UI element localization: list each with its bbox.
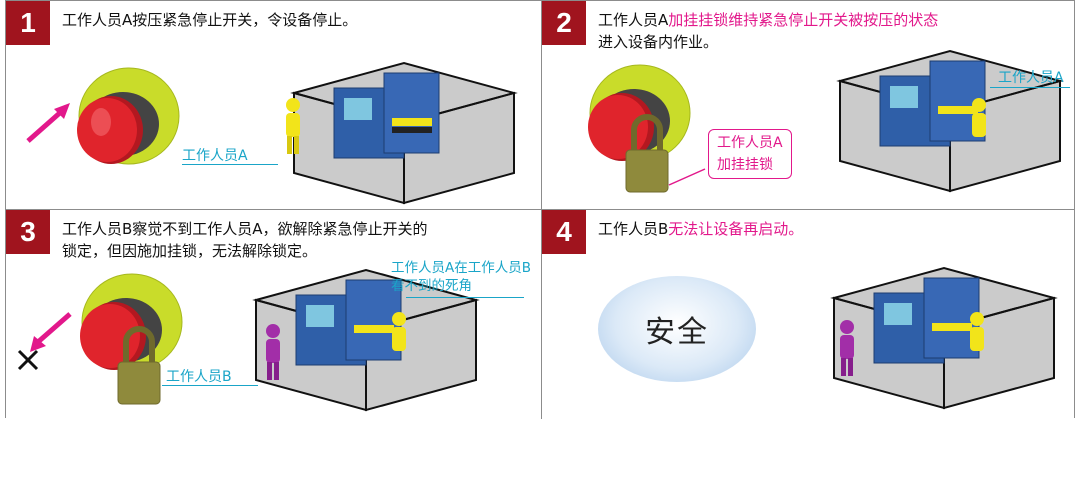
step-panel-2: 2 工作人员A加挂挂锁维持紧急停止开关被按压的状态 进入设备内作业。 工作人员A…: [542, 1, 1074, 210]
step-number: 4: [542, 210, 586, 254]
label-line: 工作人员A在工作人员B: [391, 260, 531, 276]
worker-icon: [286, 98, 300, 154]
label-underline: [406, 297, 524, 298]
caption-line: 工作人员A加挂挂锁维持紧急停止开关被按压的状态: [598, 9, 938, 31]
procedure-grid: 1 工作人员A按压紧急停止开关，令设备停止。: [5, 0, 1075, 419]
worker-label: 工作人员A: [998, 70, 1064, 86]
machine-enclosure-icon: [252, 268, 480, 412]
caption-text: 进入设备内作业。: [598, 33, 719, 51]
step-panel-1: 1 工作人员A按压紧急停止开关，令设备停止。: [6, 1, 542, 210]
machine-enclosure-icon: [290, 61, 518, 205]
step-number: 1: [6, 1, 50, 45]
caption-highlight: 加挂挂锁维持紧急停止开关被按压的状态: [668, 11, 939, 29]
worker-icon: [970, 312, 984, 351]
padlock-icon: [625, 114, 669, 193]
callout-line: 工作人员A: [717, 135, 783, 151]
caption-line: 锁定，但因施加挂锁，无法解除锁定。: [62, 242, 318, 260]
emergency-stop-button-icon: [77, 67, 180, 165]
callout-pointer: [668, 168, 706, 186]
step-caption: 工作人员B无法让设备再启动。: [598, 218, 803, 240]
emergency-stop-button-icon: [588, 64, 691, 162]
worker-label: 工作人员A: [182, 148, 248, 164]
step-number: 3: [6, 210, 50, 254]
worker-label: 工作人员B: [166, 369, 232, 385]
step-caption: 工作人员B察觉不到工作人员A，欲解除紧急停止开关的 锁定，但因施加挂锁，无法解除…: [62, 218, 428, 262]
arrow-icon: [30, 312, 72, 352]
step-panel-4: 4 工作人员B无法让设备再启动。 安全: [542, 210, 1074, 419]
caption-line: 进入设备内作业。: [598, 31, 938, 53]
label-line: 看不到的死角: [391, 278, 472, 294]
callout-line: 加挂挂锁: [717, 157, 773, 173]
caption-text: 工作人员B: [598, 220, 669, 238]
label-underline: [162, 385, 258, 386]
label-underline: [182, 164, 278, 165]
worker-icon: [266, 324, 280, 380]
cross-mark-icon: [17, 349, 39, 371]
caption-highlight: 无法让设备再启动。: [668, 220, 804, 238]
step-caption: 工作人员A加挂挂锁维持紧急停止开关被按压的状态 进入设备内作业。: [598, 9, 938, 53]
caption-text: 工作人员A按压紧急停止开关，令设备停止。: [62, 11, 358, 29]
padlock-icon: [117, 326, 161, 405]
caption-text: 工作人员A: [598, 11, 669, 29]
padlock-callout: 工作人员A 加挂挂锁: [708, 129, 792, 179]
safe-badge: 安全: [598, 276, 756, 382]
machine-enclosure-icon: [830, 266, 1058, 410]
worker-icon: [840, 320, 854, 376]
emergency-stop-button-icon: [80, 273, 183, 371]
worker-icon: [392, 312, 406, 351]
step-panel-3: 3 工作人员B察觉不到工作人员A，欲解除紧急停止开关的 锁定，但因施加挂锁，无法…: [6, 210, 542, 419]
step-number: 2: [542, 1, 586, 45]
blind-spot-label: 工作人员A在工作人员B 看不到的死角: [391, 259, 531, 295]
step-caption: 工作人员A按压紧急停止开关，令设备停止。: [62, 9, 357, 31]
arrow-icon: [26, 103, 70, 143]
caption-line: 工作人员B察觉不到工作人员A，欲解除紧急停止开关的: [62, 220, 428, 238]
worker-icon: [972, 98, 986, 137]
machine-enclosure-icon: [836, 49, 1064, 193]
label-underline: [990, 87, 1070, 88]
